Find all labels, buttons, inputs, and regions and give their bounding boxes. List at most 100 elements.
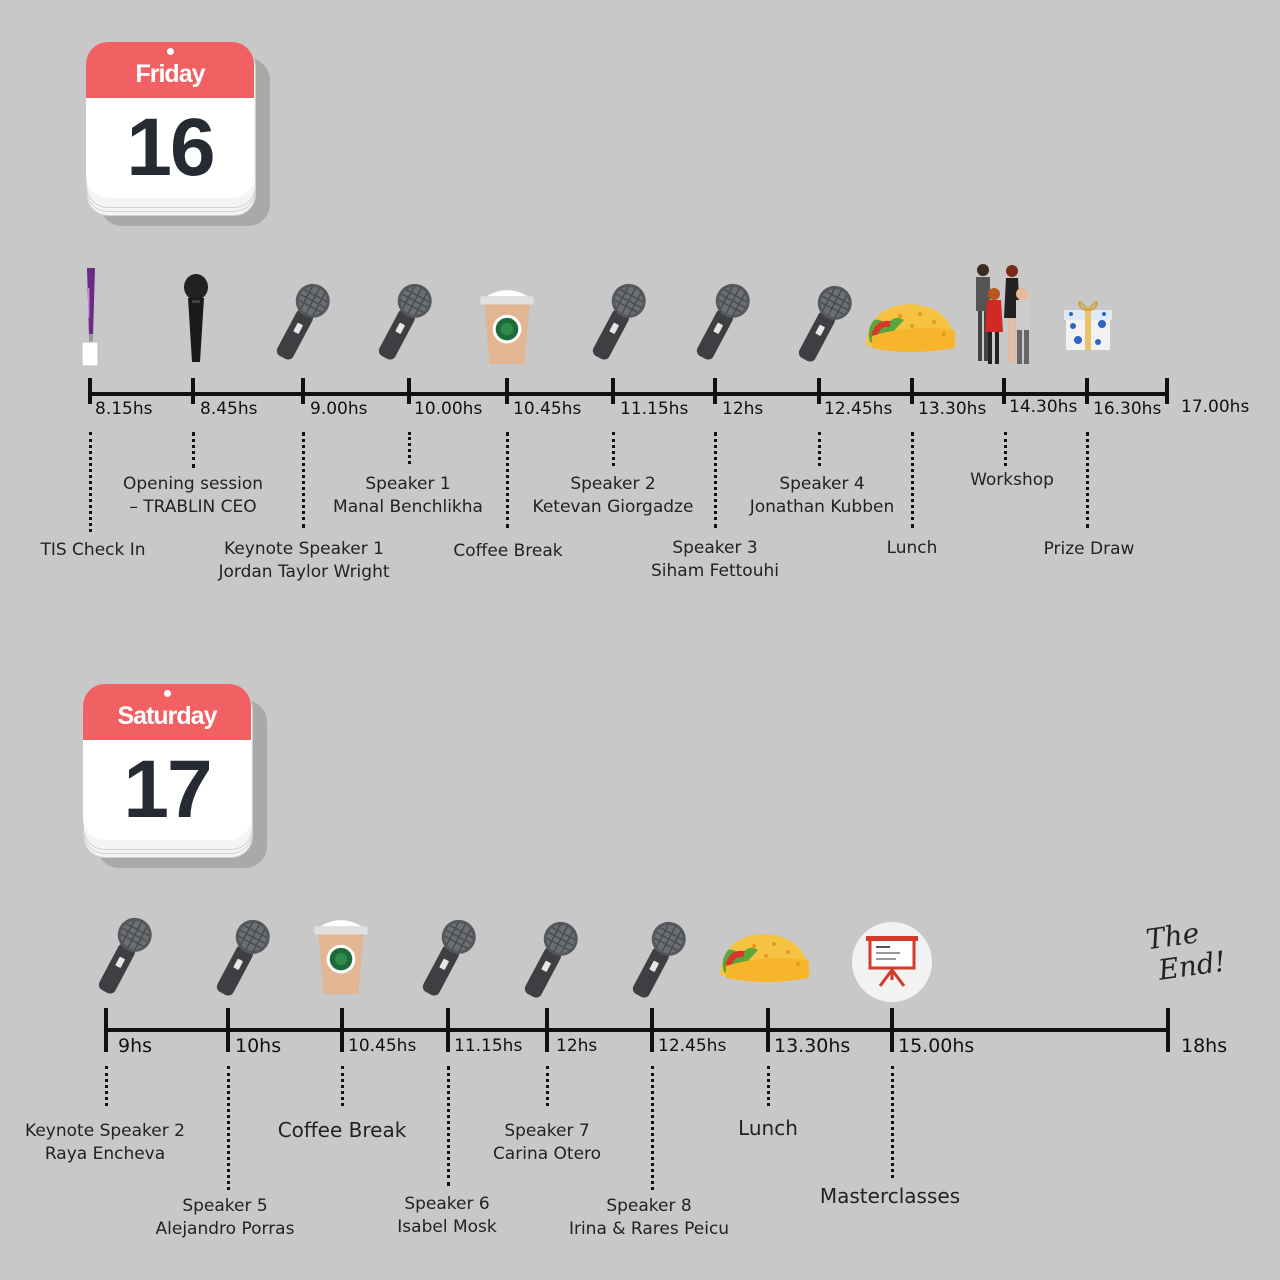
friday-day-name: Friday bbox=[135, 60, 205, 88]
friday-event-label: Opening session– TRABLIN CEO bbox=[122, 474, 264, 517]
microphone-icon bbox=[582, 278, 652, 368]
friday-time-label: 14.30hs bbox=[1009, 397, 1078, 417]
microphone-icon bbox=[788, 280, 858, 370]
friday-calendar-icon: Friday 16 bbox=[86, 42, 270, 226]
friday-tick bbox=[88, 378, 92, 404]
the-end-text: The End! bbox=[1143, 916, 1228, 987]
saturday-tick bbox=[446, 1008, 450, 1052]
saturday-event-label: Lunch bbox=[738, 1116, 798, 1140]
saturday-calendar-icon: Saturday 17 bbox=[83, 684, 267, 868]
friday-time-label: 11.15hs bbox=[620, 399, 689, 419]
friday-time-label: 10.00hs bbox=[414, 399, 483, 419]
friday-connector bbox=[714, 432, 717, 528]
saturday-day-number: 17 bbox=[123, 744, 212, 835]
saturday-time-label: 15.00hs bbox=[898, 1035, 975, 1057]
microphone-icon bbox=[412, 914, 482, 1004]
friday-connector bbox=[911, 432, 914, 528]
friday-tick bbox=[191, 378, 195, 404]
saturday-time-label: 11.15hs bbox=[454, 1036, 523, 1056]
saturday-tick bbox=[340, 1008, 344, 1052]
friday-event-label: Workshop bbox=[970, 470, 1054, 490]
saturday-tick bbox=[1166, 1008, 1170, 1052]
saturday-time-label: 12.45hs bbox=[658, 1036, 727, 1056]
coffee-cup-icon bbox=[310, 914, 372, 996]
friday-time-label: 9.00hs bbox=[310, 399, 368, 419]
microphone-icon bbox=[514, 916, 584, 1006]
friday-connector bbox=[302, 432, 305, 528]
saturday-connector bbox=[227, 1066, 230, 1190]
friday-connector bbox=[818, 432, 821, 466]
friday-tick bbox=[1085, 378, 1089, 404]
saturday-tick bbox=[766, 1008, 770, 1052]
saturday-tick bbox=[650, 1008, 654, 1052]
microphone-icon bbox=[181, 274, 211, 364]
friday-time-label: 16.30hs bbox=[1093, 399, 1162, 419]
saturday-time-label: 9hs bbox=[118, 1035, 153, 1057]
gift-box-icon bbox=[1058, 294, 1118, 354]
microphone-icon bbox=[622, 916, 692, 1006]
microphone-icon bbox=[686, 278, 756, 368]
saturday-tick bbox=[226, 1008, 230, 1052]
saturday-event-label: Masterclasses bbox=[819, 1184, 961, 1208]
lanyard-badge-icon bbox=[80, 268, 102, 368]
friday-event-label: Coffee Break bbox=[453, 541, 563, 561]
friday-tick bbox=[910, 378, 914, 404]
friday-event-label: Lunch bbox=[886, 538, 938, 558]
saturday-event-label: Coffee Break bbox=[277, 1118, 407, 1142]
saturday-day-name: Saturday bbox=[117, 702, 218, 730]
friday-connector bbox=[506, 432, 509, 528]
saturday-connector bbox=[341, 1066, 344, 1106]
friday-time-label: 12.45hs bbox=[824, 399, 893, 419]
microphone-icon bbox=[88, 912, 158, 1002]
taco-icon bbox=[714, 926, 814, 986]
friday-time-label: 17.00hs bbox=[1181, 397, 1250, 417]
saturday-time-label: 13.30hs bbox=[774, 1035, 851, 1057]
people-group-icon bbox=[968, 262, 1038, 372]
friday-tick bbox=[611, 378, 615, 404]
friday-tick bbox=[407, 378, 411, 404]
saturday-connector bbox=[767, 1066, 770, 1106]
friday-connector bbox=[1004, 432, 1007, 466]
friday-tick bbox=[713, 378, 717, 404]
saturday-tick bbox=[104, 1008, 108, 1052]
friday-connector bbox=[408, 432, 411, 464]
friday-connector bbox=[192, 432, 195, 468]
friday-tick bbox=[1165, 378, 1169, 404]
friday-event-label: TIS Check In bbox=[40, 540, 146, 560]
microphone-icon bbox=[368, 278, 438, 368]
saturday-time-label: 10.45hs bbox=[348, 1036, 417, 1056]
saturday-tick bbox=[890, 1008, 894, 1052]
microphone-icon bbox=[206, 914, 276, 1004]
friday-time-label: 12hs bbox=[722, 399, 764, 419]
saturday-time-label: 10hs bbox=[235, 1035, 282, 1057]
saturday-connector bbox=[447, 1066, 450, 1186]
friday-connector bbox=[612, 432, 615, 466]
saturday-connector bbox=[891, 1066, 894, 1178]
friday-time-label: 10.45hs bbox=[513, 399, 582, 419]
coffee-cup-icon bbox=[476, 284, 538, 366]
friday-tick bbox=[1002, 378, 1006, 404]
friday-event-label: Prize Draw bbox=[1043, 539, 1135, 559]
saturday-timeline-axis bbox=[104, 1028, 1170, 1032]
friday-time-label: 8.45hs bbox=[200, 399, 258, 419]
saturday-connector bbox=[546, 1066, 549, 1106]
microphone-icon bbox=[266, 278, 336, 368]
friday-tick bbox=[505, 378, 509, 404]
friday-time-label: 13.30hs bbox=[918, 399, 987, 419]
friday-connector bbox=[1086, 432, 1089, 528]
friday-day-number: 16 bbox=[126, 102, 215, 193]
friday-tick bbox=[817, 378, 821, 404]
friday-connector bbox=[89, 432, 92, 532]
taco-icon bbox=[860, 296, 960, 356]
friday-tick bbox=[301, 378, 305, 404]
saturday-connector bbox=[651, 1066, 654, 1190]
